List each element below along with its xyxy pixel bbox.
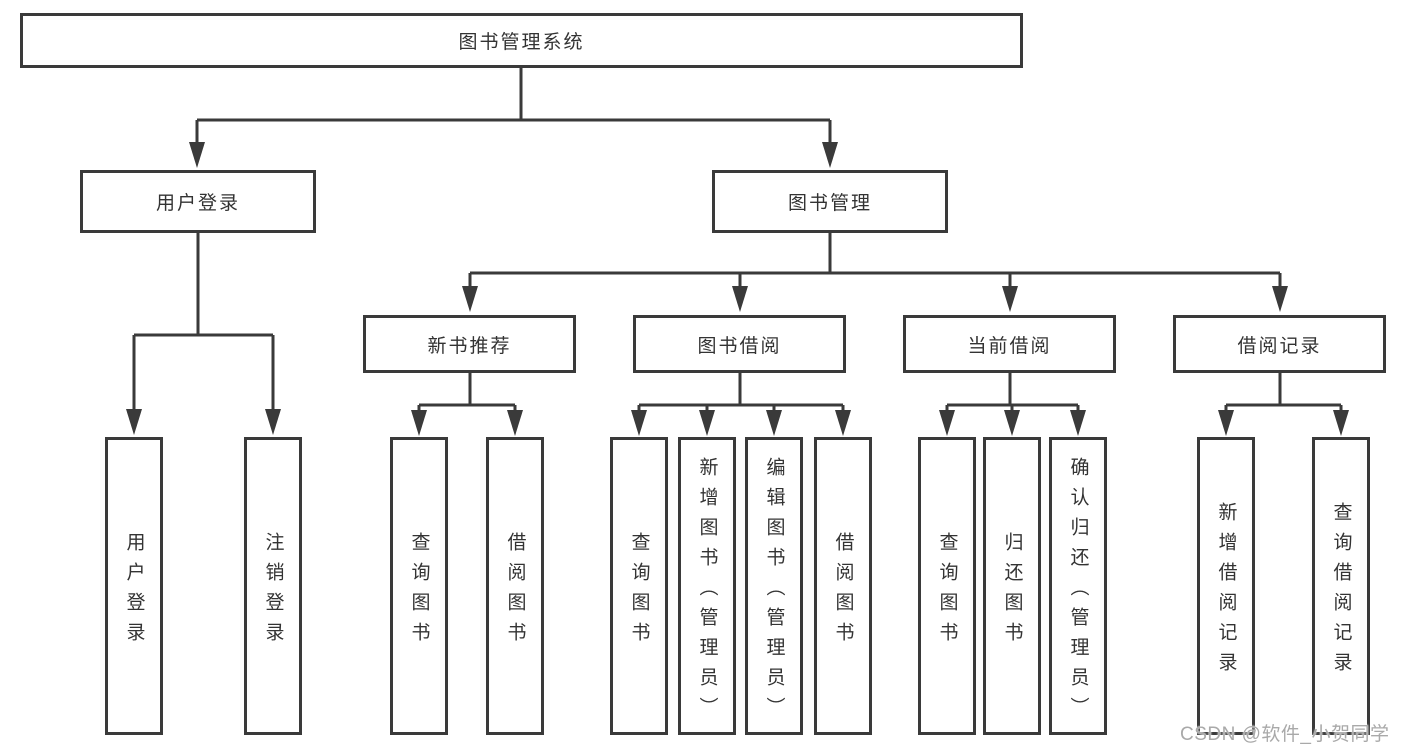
node-root-label: 图书管理系统	[458, 32, 585, 53]
leaf-user-login: 用户登录	[105, 437, 163, 735]
leaf-query-books-borrow: 查询图书	[610, 437, 668, 735]
leaf-return-books: 归还图书	[983, 437, 1041, 735]
node-book-management-label: 图书管理	[787, 193, 872, 214]
node-book-borrow: 图书借阅	[633, 315, 846, 373]
node-book-management: 图书管理	[712, 170, 948, 233]
leaf-query-books-recommend-label: 查询图书	[408, 531, 430, 652]
leaf-borrow-books-recommend-label: 借阅图书	[504, 531, 526, 652]
node-current-borrow-label: 当前借阅	[967, 335, 1052, 357]
leaf-return-books-label: 归还图书	[1001, 531, 1023, 652]
leaf-add-borrow-record-label: 新增借阅记录	[1215, 501, 1237, 682]
node-current-borrow: 当前借阅	[903, 315, 1116, 373]
leaf-query-books-current: 查询图书	[918, 437, 976, 735]
leaf-query-borrow-record: 查询借阅记录	[1312, 437, 1370, 735]
node-borrow-records: 借阅记录	[1173, 315, 1386, 373]
leaf-edit-books-admin: 编辑图书（管理员）	[745, 437, 803, 735]
leaf-logout: 注销登录	[244, 437, 302, 735]
connector-paths	[132, 68, 1343, 414]
node-root: 图书管理系统	[20, 13, 1023, 68]
leaf-user-login-label: 用户登录	[123, 531, 145, 652]
leaf-borrow-books: 借阅图书	[814, 437, 872, 735]
leaf-query-books-current-label: 查询图书	[936, 531, 958, 652]
leaf-borrow-books-recommend: 借阅图书	[486, 437, 544, 735]
leaf-query-books-recommend: 查询图书	[390, 437, 448, 735]
node-new-book-recommend: 新书推荐	[363, 315, 576, 373]
node-new-book-recommend-label: 新书推荐	[427, 335, 512, 357]
leaf-query-borrow-record-label: 查询借阅记录	[1330, 501, 1352, 682]
node-user-login: 用户登录	[80, 170, 316, 233]
leaf-query-books-borrow-label: 查询图书	[628, 531, 650, 652]
leaf-confirm-return-admin: 确认归还（管理员）	[1049, 437, 1107, 735]
leaf-edit-books-admin-label: 编辑图书（管理员）	[763, 456, 785, 727]
csdn-watermark: CSDN @软件_小贺同学	[1180, 724, 1390, 745]
leaf-confirm-return-admin-label: 确认归还（管理员）	[1067, 456, 1089, 727]
leaf-logout-label: 注销登录	[262, 531, 284, 652]
node-book-borrow-label: 图书借阅	[697, 335, 782, 357]
node-user-login-label: 用户登录	[155, 193, 240, 214]
leaf-add-borrow-record: 新增借阅记录	[1197, 437, 1255, 735]
node-borrow-records-label: 借阅记录	[1237, 335, 1322, 357]
arrowhead-icons	[126, 142, 1349, 436]
leaf-add-books-admin: 新增图书（管理员）	[678, 437, 736, 735]
leaf-borrow-books-label: 借阅图书	[832, 531, 854, 652]
leaf-add-books-admin-label: 新增图书（管理员）	[696, 456, 718, 727]
